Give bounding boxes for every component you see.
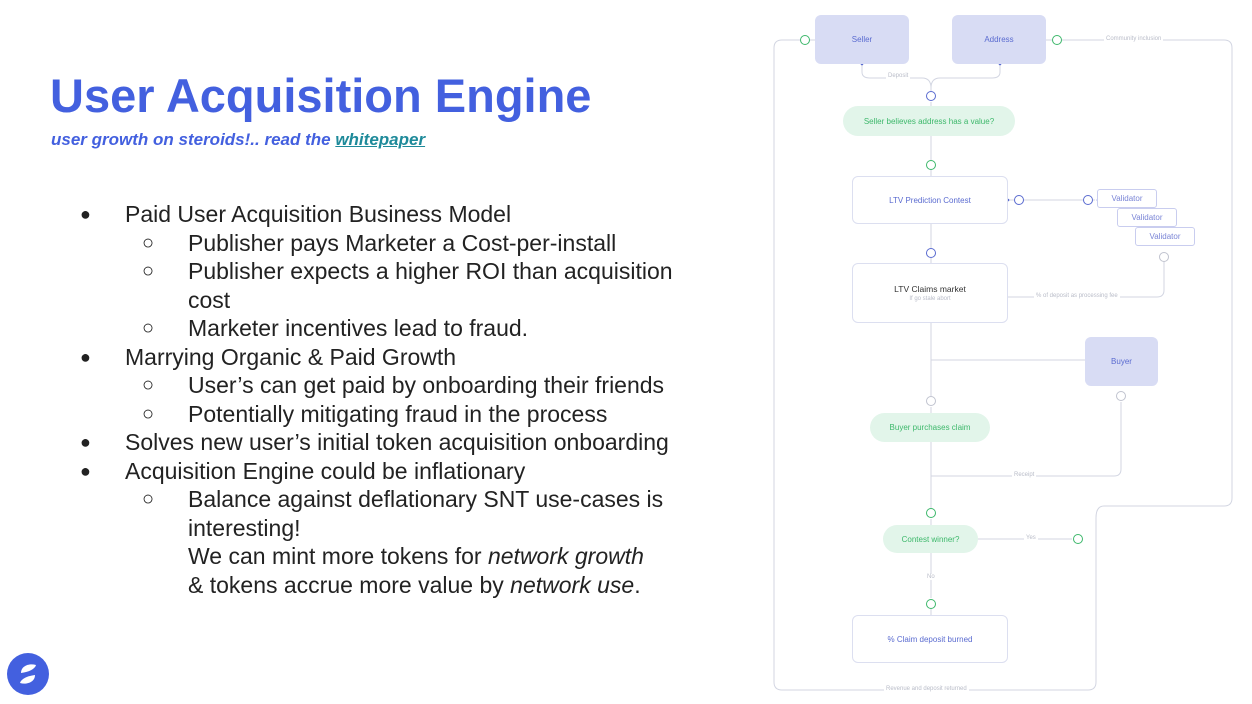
sub-bullet-item: ○ Publisher expects a higher ROI than acq… (80, 257, 730, 314)
sub-bullet-text: Balance against deflationary SNT use-cas… (188, 486, 664, 512)
bullet-dot-icon: ● (80, 204, 91, 224)
yes-label: Yes (1024, 535, 1038, 541)
bullet-item: ● Solves new user’s initial token acquisi… (80, 428, 730, 457)
no-label: No (925, 574, 937, 580)
sub-bullet-text: . (634, 571, 641, 598)
bullet-text: Solves new user’s initial token acquisit… (125, 429, 669, 455)
circle-bullet-icon: ○ (142, 402, 155, 425)
ltv-prediction-contest-node: LTV Prediction Contest (852, 176, 1008, 224)
bullet-item: ● Marrying Organic & Paid Growth (80, 343, 730, 372)
seller-node: Seller (815, 15, 909, 64)
slide-title: User Acquisition Engine (50, 69, 592, 122)
bullet-text: Marrying Organic & Paid Growth (125, 343, 457, 370)
receipt-label: Receipt (1012, 472, 1037, 478)
sub-bullet-text: Potentially mitigating fraud in the proc… (188, 400, 608, 427)
validator-box: Validator (1097, 189, 1157, 208)
sub-bullet-item: ○ Marketer incentives lead to fraud. (80, 314, 730, 343)
ltv-claims-market-node: LTV Claims market If go stale abort (852, 263, 1008, 323)
emphasis-text: network use (510, 571, 635, 598)
sub-bullet-item: ○ Potentially mitigating fraud in the pro… (80, 400, 730, 429)
circle-bullet-icon: ○ (142, 231, 155, 254)
emphasis-text: network growth (487, 543, 644, 569)
sub-bullet-text: & tokens accrue more value by (188, 571, 511, 598)
bullet-item: ● Acquisition Engine could be inflationar… (80, 457, 730, 486)
circle-bullet-icon: ○ (142, 260, 155, 282)
sub-bullet-text: Publisher pays Marketer a Cost-per-insta… (188, 229, 617, 256)
ltv-claims-market-sublabel: If go stale abort (909, 296, 951, 302)
address-node: Address (952, 15, 1046, 64)
bullet-list: ● Paid User Acquisition Business Model ○ P… (80, 200, 730, 599)
processing-fee-label: % of deposit as processing fee (1034, 293, 1120, 299)
claim-deposit-burned-node: % Claim deposit burned (852, 615, 1008, 663)
bullet-text: Acquisition Engine could be inflationary (125, 457, 526, 484)
validator-box: Validator (1135, 227, 1195, 246)
sub-bullet-text: User’s can get paid by onboarding their … (188, 372, 665, 398)
sub-bullet-item: ○ Balance against deflationary SNT use-ca… (80, 485, 730, 599)
sub-bullet-text: Publisher expects a higher ROI than acqu… (188, 258, 673, 284)
whitepaper-link[interactable]: whitepaper (335, 130, 426, 149)
bullet-dot-icon: ● (80, 460, 91, 481)
community-inclusion-label: Community inclusion (1104, 36, 1164, 42)
deposit-label: Deposit (886, 73, 911, 79)
circle-bullet-icon: ○ (142, 317, 155, 339)
subtitle-text: user growth on steroids!.. read the (51, 130, 336, 149)
sub-bullet-text: cost (188, 286, 231, 313)
bullet-dot-icon: ● (80, 432, 91, 452)
buyer-purchases-claim-node: Buyer purchases claim (870, 413, 990, 442)
sub-bullet-item: ○ Publisher pays Marketer a Cost-per-inst… (80, 229, 730, 258)
sub-bullet-text: interesting! (188, 514, 301, 541)
sub-bullet-text: We can mint more tokens for (188, 543, 488, 569)
status-logo (7, 653, 49, 695)
contest-winner-node: Contest winner? (883, 525, 978, 553)
circle-bullet-icon: ○ (142, 488, 155, 510)
revenue-returned-label: Revenue and deposit returned (884, 686, 969, 692)
buyer-node: Buyer (1085, 337, 1158, 386)
bullet-dot-icon: ● (80, 346, 91, 367)
bullet-item: ● Paid User Acquisition Business Model (80, 200, 730, 229)
bullet-text: Paid User Acquisition Business Model (125, 201, 512, 227)
sub-bullet-text: Marketer incentives lead to fraud. (188, 315, 529, 341)
seller-believes-node: Seller believes address has a value? (843, 106, 1015, 136)
ltv-claims-market-label: LTV Claims market (894, 284, 966, 294)
sub-bullet-item: ○ User’s can get paid by onboarding their… (80, 371, 730, 400)
slide-subtitle: user growth on steroids!.. read the whit… (51, 130, 425, 150)
validator-box: Validator (1117, 208, 1177, 227)
circle-bullet-icon: ○ (142, 374, 155, 396)
logo-icon (20, 664, 36, 684)
